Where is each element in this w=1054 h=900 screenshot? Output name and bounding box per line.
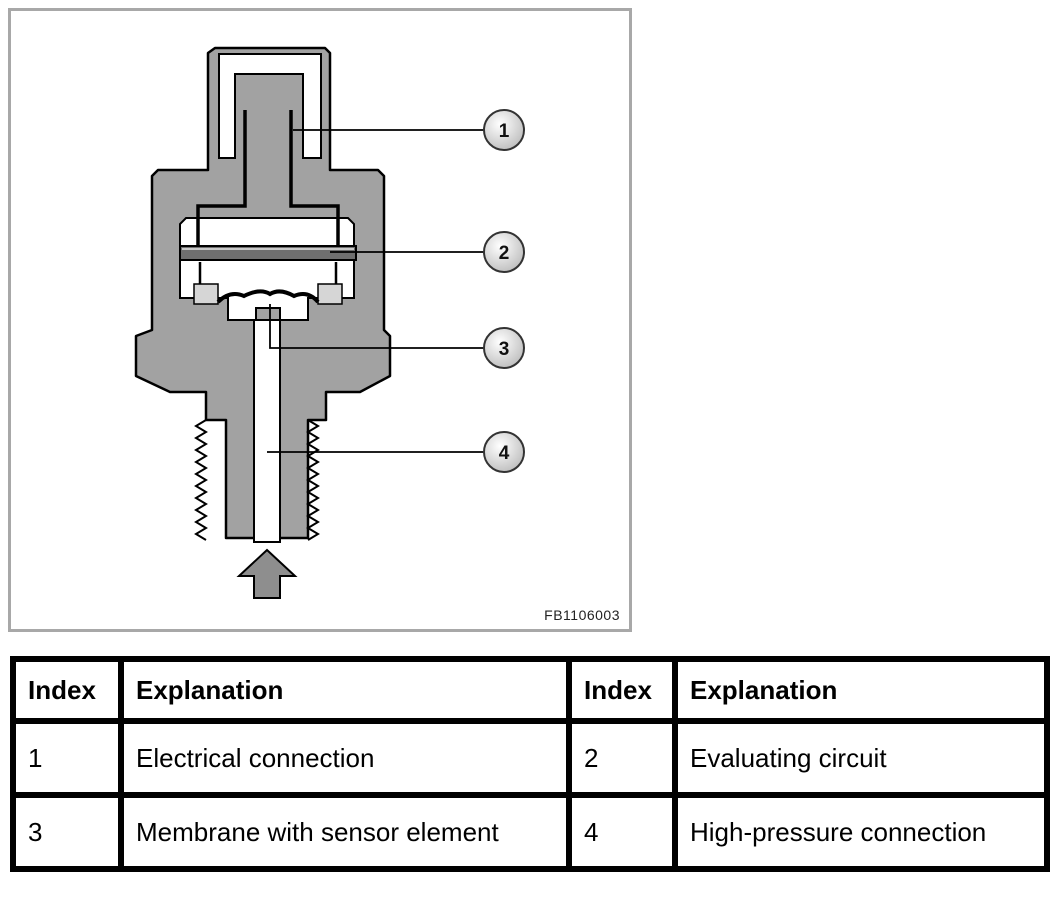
legend-header-row: Index Explanation Index Explanation [10,656,1050,724]
sensor-diagram: 1 2 3 4 FB1106003 [8,8,632,632]
thread-right [306,419,320,541]
wire-left [196,110,247,250]
callout-1-label: 1 [499,121,510,142]
callout-2: 2 [483,231,525,273]
legend-explanation: Evaluating circuit [672,718,1050,798]
membrane-mount-left [193,283,219,305]
legend-index: 4 [566,792,678,872]
callout-3: 3 [483,327,525,369]
callout-4: 4 [483,431,525,473]
legend-explanation: Electrical connection [118,718,572,798]
legend-row: 1 Electrical connection 2 Evaluating cir… [10,718,1050,798]
legend-explanation: High-pressure connection [672,792,1050,872]
legend-index: 1 [10,718,124,798]
connector-socket [218,53,322,159]
callout-2-label: 2 [499,243,510,264]
membrane [216,289,320,304]
sensor-diagram-figure: 1 2 3 4 FB1106003 [8,8,632,632]
legend-index: 2 [566,718,678,798]
header-index-1: Index [10,656,124,724]
legend-index: 3 [10,792,124,872]
leader-line-3 [269,304,486,349]
membrane-mount-right [317,283,343,305]
legend-table: Index Explanation Index Explanation 1 El… [10,656,1050,872]
callout-1: 1 [483,109,525,151]
header-explanation-2: Explanation [672,656,1050,724]
figure-code: FB1106003 [544,607,620,623]
header-index-2: Index [566,656,678,724]
callout-4-label: 4 [499,443,510,464]
pressure-bore [253,319,281,543]
pressure-arrow-icon [236,548,298,599]
callout-3-label: 3 [499,339,510,360]
thread-left [194,419,208,541]
header-explanation-1: Explanation [118,656,572,724]
legend-row: 3 Membrane with sensor element 4 High-pr… [10,792,1050,872]
wire-right [289,110,340,250]
legend-explanation: Membrane with sensor element [118,792,572,872]
